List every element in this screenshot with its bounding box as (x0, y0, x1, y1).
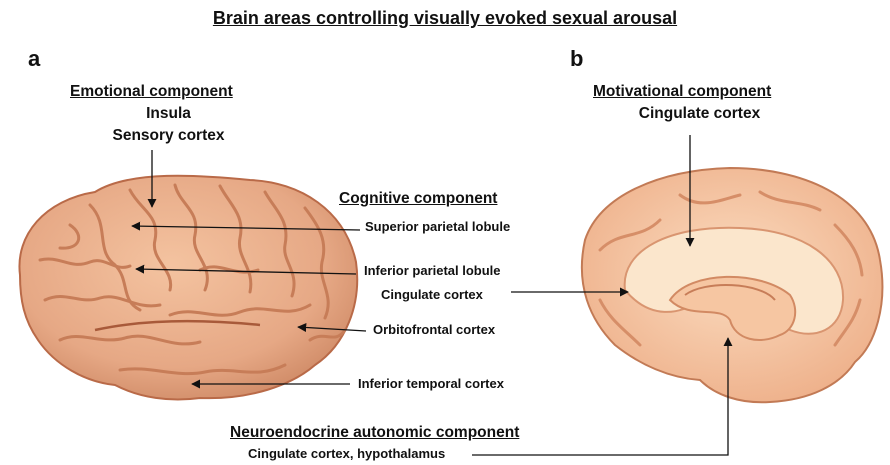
lateral-brain (19, 176, 357, 400)
medial-brain (582, 168, 883, 402)
